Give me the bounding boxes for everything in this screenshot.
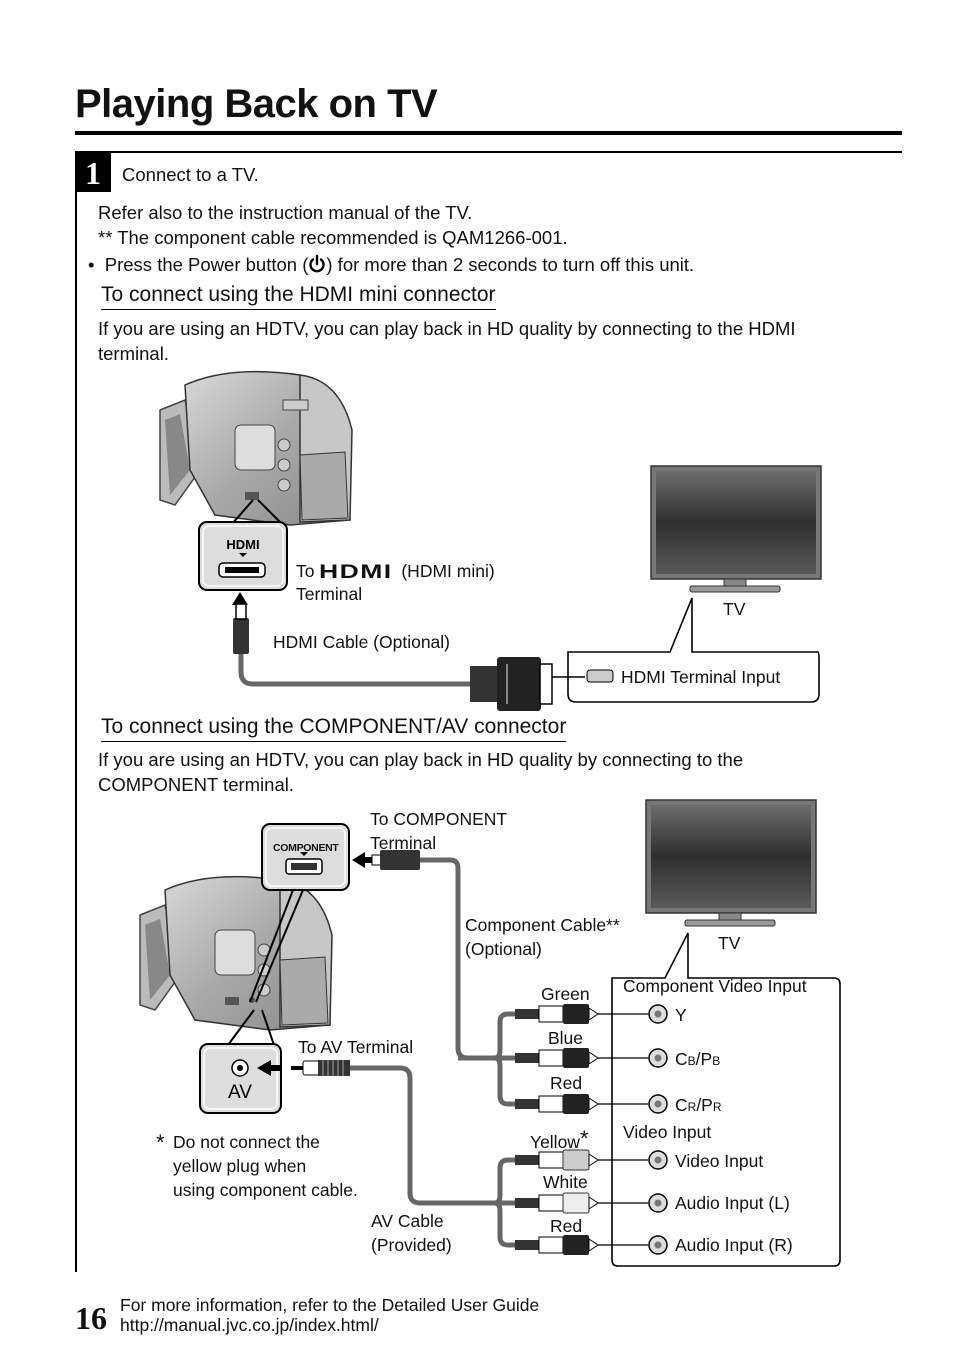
plug-label-red-audio: Red bbox=[550, 1216, 583, 1236]
footer-line-1: For more information, refer to the Detai… bbox=[120, 1295, 540, 1315]
yellow-note-line-2: yellow plug when bbox=[173, 1156, 307, 1176]
rca-plug-yellow bbox=[515, 1149, 648, 1171]
component-tv-label: TV bbox=[718, 933, 741, 953]
hdmi-terminal-word: Terminal bbox=[296, 584, 363, 604]
to-component-line-1: To COMPONENT bbox=[370, 809, 508, 829]
rca-plug-blue bbox=[515, 1048, 648, 1068]
hdmi-logo-icon: HDMI bbox=[319, 562, 393, 583]
step-left-rule bbox=[75, 192, 77, 1272]
input-video: Video Input bbox=[675, 1151, 764, 1171]
page-number: 16 bbox=[75, 1300, 107, 1336]
to-av-label: To AV Terminal bbox=[298, 1037, 414, 1057]
component-port-badge: COMPONENT bbox=[273, 842, 339, 854]
power-icon bbox=[309, 254, 326, 273]
rca-plug-red-audio bbox=[515, 1235, 648, 1255]
hdmi-tv-label: TV bbox=[723, 599, 746, 619]
camcorder-illustration-component bbox=[139, 875, 333, 1031]
input-cb-pb: CB/PB bbox=[675, 1049, 721, 1069]
component-section-heading: To connect using the COMPONENT/AV connec… bbox=[101, 714, 567, 742]
input-y: Y bbox=[675, 1005, 687, 1025]
component-cable-line-2: (Optional) bbox=[465, 939, 542, 959]
av-cable-line-1: AV Cable bbox=[371, 1211, 444, 1231]
to-hdmi-label: To HDMI(HDMI mini) bbox=[296, 561, 495, 583]
note-tv-manual: Refer also to the instruction manual of … bbox=[98, 202, 473, 223]
rca-plug-white bbox=[515, 1192, 648, 1214]
step-heading: Connect to a TV. bbox=[122, 164, 259, 185]
plug-label-red: Red bbox=[550, 1073, 583, 1093]
arrow-icon bbox=[232, 592, 248, 605]
yellow-note-line-1: Do not connect the bbox=[173, 1132, 320, 1152]
rca-plug-red bbox=[515, 1094, 648, 1114]
input-audio-r: Audio Input (R) bbox=[675, 1235, 793, 1255]
bullet-dot: • bbox=[88, 254, 105, 275]
hdmi-desc-line-1: If you are using an HDTV, you can play b… bbox=[98, 318, 796, 339]
to-component-line-2: Terminal bbox=[370, 833, 437, 853]
plug-label-white: White bbox=[543, 1172, 588, 1192]
tv-illustration-hdmi bbox=[650, 465, 822, 593]
svg-text:AV: AV bbox=[228, 1082, 252, 1103]
hdmi-section-heading: To connect using the HDMI mini connector bbox=[101, 282, 496, 310]
plug-label-green: Green bbox=[541, 984, 590, 1004]
av-cable-line-2: (Provided) bbox=[371, 1235, 452, 1255]
input-cr-pr: CR/PR bbox=[675, 1095, 722, 1115]
rca-plug-green bbox=[515, 1004, 648, 1024]
camcorder-illustration-hdmi bbox=[159, 370, 353, 526]
hdmi-port-callout: HDMI bbox=[198, 521, 288, 591]
footer-note: For more information, refer to the Detai… bbox=[120, 1295, 539, 1335]
component-video-input-header: Component Video Input bbox=[623, 976, 807, 996]
note-star: * bbox=[156, 1130, 165, 1155]
component-desc-line-2: COMPONENT terminal. bbox=[98, 774, 294, 795]
svg-text:HDMI: HDMI bbox=[226, 537, 259, 552]
hdmi-desc-line-2: terminal. bbox=[98, 343, 169, 364]
component-cable-line-1: Component Cable** bbox=[465, 915, 620, 935]
note-component-cable: ** The component cable recommended is QA… bbox=[98, 227, 568, 248]
power-bullet: • Press the Power button () for more tha… bbox=[88, 254, 695, 275]
plug-label-blue: Blue bbox=[548, 1028, 584, 1048]
plug-label-yellow: Yellow* bbox=[530, 1126, 589, 1153]
title-rule bbox=[75, 131, 902, 135]
step-rule bbox=[75, 151, 902, 153]
hdmi-terminal-input-label: HDMI Terminal Input bbox=[621, 667, 781, 687]
page-title: Playing Back on TV bbox=[75, 82, 438, 126]
yellow-note-line-3: using component cable. bbox=[173, 1180, 358, 1200]
footer-url[interactable]: http://manual.jvc.co.jp/index.html/ bbox=[120, 1315, 379, 1335]
video-input-header: Video Input bbox=[623, 1122, 712, 1142]
component-desc-line-1: If you are using an HDTV, you can play b… bbox=[98, 749, 744, 770]
tv-illustration-component bbox=[645, 799, 817, 927]
input-audio-l: Audio Input (L) bbox=[675, 1193, 790, 1213]
step-number: 1 bbox=[75, 152, 111, 192]
hdmi-cable-label: HDMI Cable (Optional) bbox=[273, 632, 450, 652]
